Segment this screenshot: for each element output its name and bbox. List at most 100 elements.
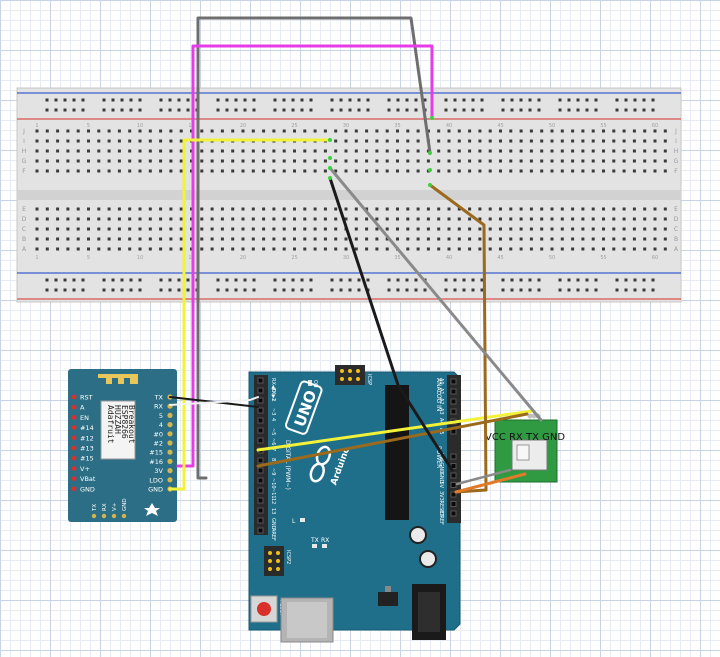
esp-bottom-pin (111, 513, 117, 519)
breadboard-hole (540, 217, 544, 221)
rail-hole (423, 98, 427, 102)
breadboard-hole (447, 169, 451, 173)
breadboard-hole (591, 227, 595, 231)
breadboard-hole (416, 149, 420, 153)
breadboard-hole (220, 207, 224, 211)
breadboard-hole (602, 237, 605, 241)
rail-hole (576, 278, 580, 282)
breadboard-hole (293, 129, 296, 133)
breadboard-hole (107, 169, 111, 173)
breadboard-hole (210, 149, 214, 153)
digital-pin-label: TX▶1 (270, 387, 276, 402)
breadboard-hole (457, 247, 461, 251)
column-number: 45 (497, 255, 503, 261)
digital-pin-hole (257, 517, 264, 524)
rail-hole (558, 288, 562, 292)
breadboard-hole (323, 217, 327, 221)
breadboard-hole (323, 129, 327, 133)
breadboard-hole (45, 247, 49, 251)
breadboard-hole (406, 159, 410, 163)
breadboard-hole (66, 247, 70, 251)
breadboard-hole (66, 207, 70, 211)
digital-pin-label: ~3 (270, 408, 276, 415)
reset-button-cap[interactable] (257, 602, 271, 616)
rail-hole (330, 278, 334, 282)
breadboard-hole (138, 129, 142, 133)
breadboard-hole (210, 159, 214, 163)
breadboard-hole (56, 247, 60, 251)
breadboard-hole (499, 217, 502, 221)
breadboard-hole (107, 247, 111, 251)
esp-bottom-pin (91, 513, 97, 519)
breadboard-hole (323, 159, 327, 163)
breadboard-connection-dots (328, 116, 434, 187)
breadboard-hole (159, 247, 163, 251)
breadboard-hole (591, 129, 595, 133)
rail-hole (348, 108, 352, 112)
rail-hole (567, 288, 571, 292)
rail-hole (45, 108, 49, 112)
breadboard-hole (148, 217, 152, 221)
rail-hole (81, 288, 85, 292)
breadboard-hole (632, 169, 636, 173)
breadboard-hole (313, 149, 317, 153)
breadboard-hole (653, 237, 657, 241)
rail-hole (651, 278, 655, 282)
breadboard-hole (457, 169, 461, 173)
rail-hole (129, 288, 133, 292)
breadboard-hole (97, 247, 101, 251)
esp-bottom-pin (101, 513, 107, 519)
bt-pin-vcc (527, 413, 533, 419)
rail-hole (444, 108, 448, 112)
rail-hole (300, 98, 304, 102)
breadboard-hole (602, 169, 605, 173)
row-letter: F (22, 168, 26, 175)
rail-hole (471, 288, 475, 292)
esp-title-line-1: Adafruit (106, 405, 115, 444)
rail-hole (186, 278, 190, 282)
breadboard-hole (169, 169, 173, 173)
rail-hole (273, 288, 277, 292)
esp-bottom-pin-label: V+ (112, 502, 118, 511)
breadboard-hole (365, 169, 369, 173)
rail-hole (396, 278, 400, 282)
breadboard-hole (571, 129, 575, 133)
row-letter: D (22, 216, 27, 223)
breadboard-hole (128, 169, 132, 173)
rail-hole (585, 288, 589, 292)
rail-hole (138, 288, 142, 292)
breadboard-hole (334, 237, 338, 241)
rail-hole (282, 108, 286, 112)
breadboard-hole (560, 169, 564, 173)
breadboard-hole (375, 247, 379, 251)
column-number: 60 (652, 123, 658, 129)
digital-pin-hole (257, 497, 264, 504)
breadboard-hole (303, 217, 307, 221)
breadboard-hole (76, 207, 80, 211)
power-pin-hole (450, 501, 457, 507)
rail-hole (63, 98, 67, 102)
digital-pin-label: 13 (270, 508, 276, 514)
breadboard-hole (56, 139, 60, 143)
breadboard-hole (293, 237, 296, 241)
rail-hole (414, 288, 418, 292)
esp-antenna-icon (98, 374, 138, 384)
rail-hole (309, 108, 313, 112)
rail-hole (177, 108, 181, 112)
rail-hole (216, 98, 220, 102)
rail-hole (252, 98, 256, 102)
rail-hole (138, 108, 142, 112)
breadboard-hole (354, 159, 358, 163)
breadboard-hole (159, 169, 163, 173)
breadboard-hole (509, 159, 513, 163)
breadboard-hole (437, 227, 441, 231)
rail-hole (45, 288, 49, 292)
breadboard-hole (272, 227, 276, 231)
rail-hole (624, 108, 628, 112)
breadboard-hole (540, 237, 544, 241)
breadboard-hole (385, 169, 389, 173)
breadboard-hole (262, 149, 266, 153)
breadboard-hole (375, 237, 379, 241)
breadboard-hole (612, 227, 616, 231)
